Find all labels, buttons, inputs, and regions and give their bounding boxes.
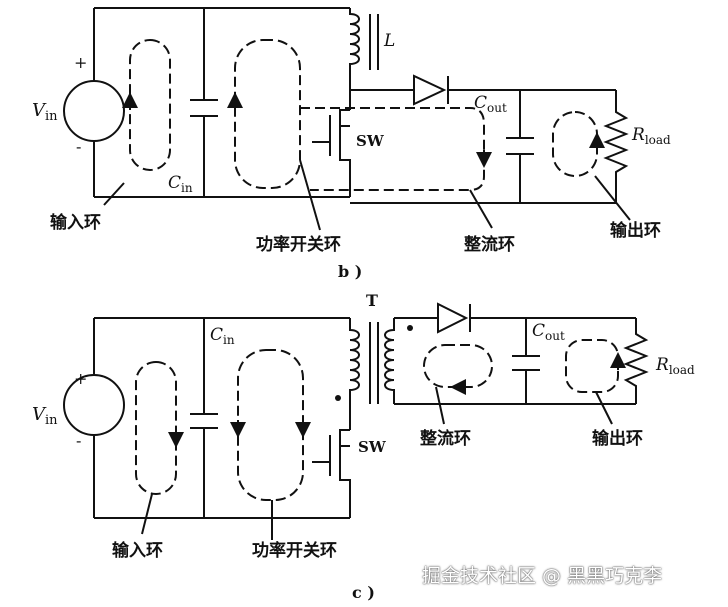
b-loop-rectifier	[300, 107, 485, 191]
b-vin-label: Vin	[32, 100, 58, 124]
c-transformer-label: T	[366, 291, 378, 310]
b-vin-plus: +	[74, 53, 87, 72]
b-inductor-core	[369, 14, 379, 70]
c-transformer-core	[369, 322, 379, 404]
c-cin-wire	[190, 318, 218, 518]
b-cout-label: Cout	[474, 93, 507, 115]
c-rload-label: Rload	[655, 355, 695, 377]
b-vin-source	[63, 80, 125, 142]
c-loop-power-label: 功率开关环	[252, 540, 337, 561]
b-sw-label: SW	[356, 132, 385, 150]
c-loop-input-label: 输入环	[112, 540, 163, 561]
c-loop-rectifier-label: 整流环	[420, 428, 471, 449]
b-cin-label: Cin	[168, 173, 193, 195]
c-loop-input	[135, 361, 177, 495]
c-loop-rectifier	[423, 344, 493, 388]
c-cin-label: Cin	[210, 325, 235, 347]
c-cout-label: Cout	[532, 321, 565, 343]
c-secondary-dot	[407, 325, 413, 331]
b-inductor-label: L	[383, 31, 395, 51]
b-loop-input	[129, 39, 171, 171]
b-inductor	[349, 8, 360, 110]
b-loop-output	[552, 111, 598, 177]
c-diode	[437, 302, 471, 334]
b-loop-power	[234, 39, 301, 189]
b-pointer-input	[103, 182, 125, 206]
c-pointer-input	[141, 493, 153, 535]
c-primary-winding	[349, 318, 360, 430]
c-secondary-winding	[384, 318, 395, 404]
b-rload	[603, 90, 629, 203]
b-rload-label: Rload	[631, 125, 671, 147]
c-primary-dot	[335, 395, 341, 401]
b-loop-rectifier-label: 整流环	[464, 234, 515, 255]
b-pointer-power	[299, 159, 321, 231]
c-vin-plus: +	[74, 369, 87, 388]
c-switch	[312, 429, 351, 518]
c-loop-power	[237, 349, 304, 501]
watermark: 掘金技术社区 @ 黑黑巧克李	[422, 565, 663, 587]
b-cin-capacitor	[190, 99, 218, 117]
b-switch	[312, 109, 351, 197]
b-vin-minus: -	[76, 137, 81, 156]
c-vin-label: Vin	[32, 404, 58, 428]
c-cout-wire	[512, 318, 540, 404]
c-vin-minus: -	[76, 431, 81, 450]
b-diode	[413, 74, 449, 106]
c-loop-output-label: 输出环	[592, 428, 643, 449]
c-caption: c )	[352, 583, 375, 602]
c-pointer-output	[595, 391, 613, 425]
c-rload	[623, 318, 649, 404]
b-loop-input-label: 输入环	[50, 212, 101, 233]
b-pointer-rectifier	[469, 189, 493, 229]
b-cout-wire	[506, 90, 534, 203]
diagram-b: + - Vin Cin L SW Cout Rload 输入环 功率开关环 整流…	[32, 7, 671, 281]
b-caption: b )	[338, 262, 362, 281]
c-vin-source	[63, 374, 125, 436]
c-pointer-rectifier	[435, 386, 445, 425]
b-pointer-output	[594, 175, 631, 221]
c-sw-label: SW	[358, 438, 387, 456]
b-loop-output-label: 输出环	[610, 220, 661, 241]
b-loop-power-label: 功率开关环	[256, 234, 341, 255]
c-loop-output	[565, 339, 619, 393]
diagram-c: T Cin Cout Rload + - Vin SW 整流环 输出环 输入环 …	[32, 291, 695, 602]
